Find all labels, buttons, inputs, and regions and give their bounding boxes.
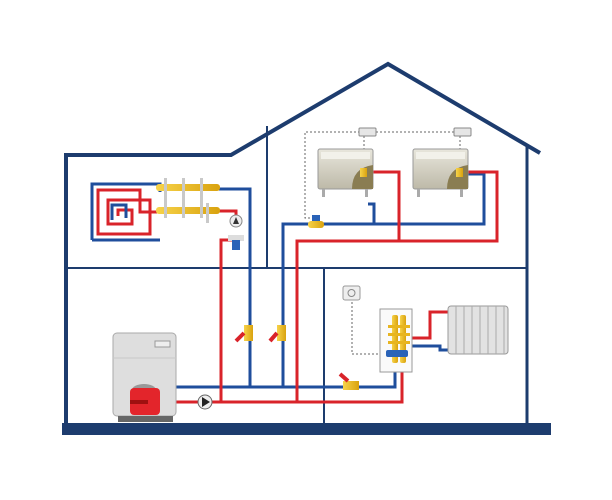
boiler-icon bbox=[112, 332, 177, 422]
mixing-valve-icon bbox=[228, 235, 244, 250]
circulation-pump-icon bbox=[197, 394, 213, 410]
radiator-icon bbox=[412, 148, 469, 197]
valve-icon bbox=[234, 325, 253, 343]
supply-pipes bbox=[176, 170, 499, 404]
radiator-icon bbox=[447, 305, 509, 355]
underfloor-coil-icon bbox=[90, 182, 162, 240]
return-pipes bbox=[92, 172, 486, 389]
valve-icon bbox=[338, 372, 359, 390]
manifold-icon bbox=[379, 308, 413, 373]
pump-icon bbox=[229, 214, 243, 228]
thermostat-wiring bbox=[304, 131, 461, 355]
valve-icon bbox=[268, 325, 286, 343]
zone-valve-icon bbox=[308, 215, 324, 228]
manifold-icon bbox=[156, 178, 220, 223]
thermostat-icon bbox=[342, 127, 472, 301]
floor-slab bbox=[62, 423, 551, 435]
radiator-icon bbox=[317, 148, 374, 197]
